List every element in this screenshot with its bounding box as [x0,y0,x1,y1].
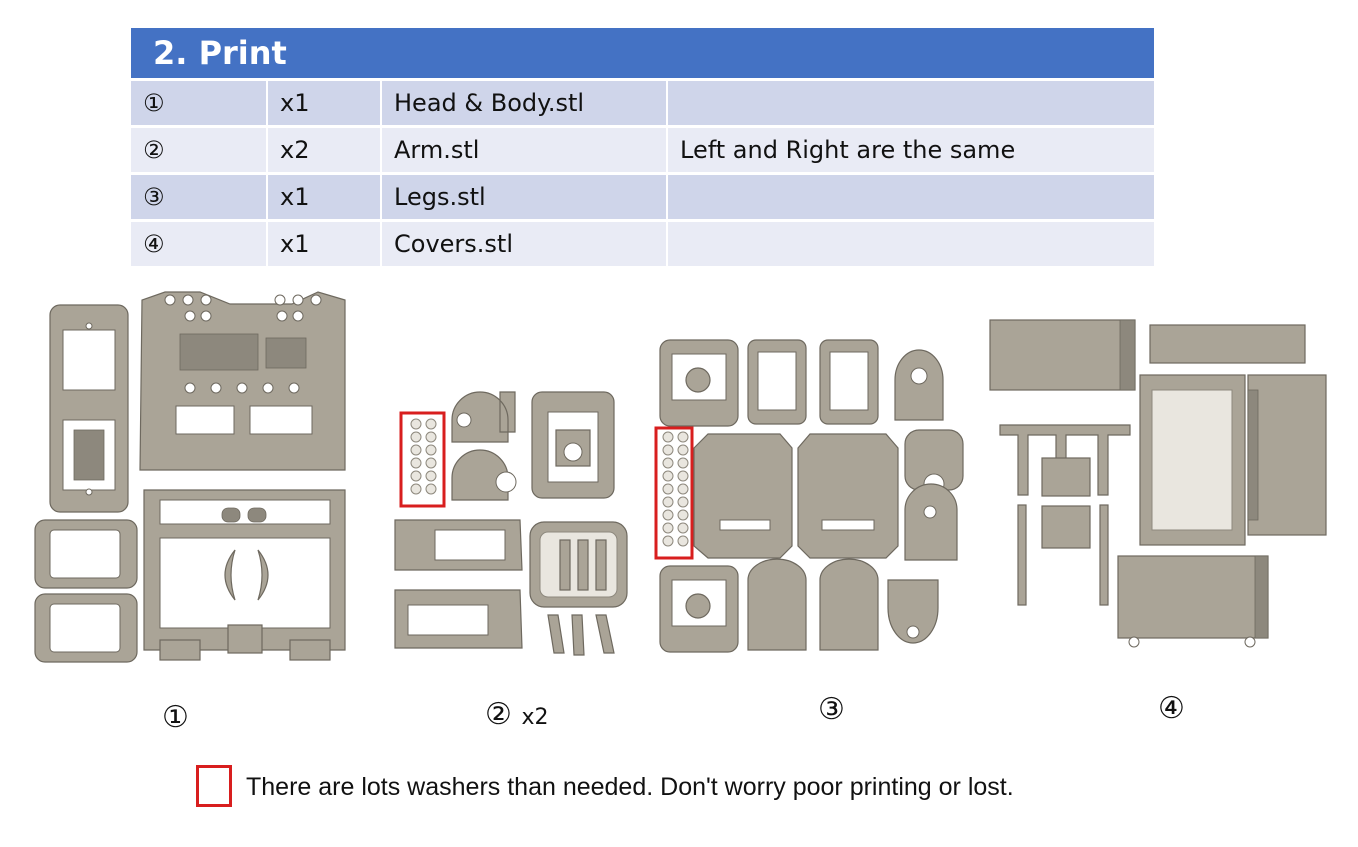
washer-highlight-box [654,426,694,560]
group-index: ① [162,700,189,735]
section-title: 2. Print [131,28,1154,78]
parts-table: 2. Print ① x1 Head & Body.stl ② x2 Arm.s… [131,28,1154,266]
head-body-parts [34,291,346,663]
cover-parts [989,319,1327,648]
row-note [668,81,1154,125]
washer-grid [662,431,689,547]
group-index: ③ [818,692,845,727]
group-label-3: ③ [818,695,845,725]
group-label-1: ① [162,703,189,733]
group-label-4: ④ [1158,694,1185,724]
table-row: ③ x1 Legs.stl [131,175,1154,219]
washer-highlight-box [399,411,446,508]
file-name: Head & Body.stl [394,89,585,117]
row-note [668,175,1154,219]
row-index: ② [131,128,266,172]
table-row: ② x2 Arm.stl Left and Right are the same [131,128,1154,172]
group-quantity: x2 [521,705,549,730]
row-qty: x1 [268,175,380,219]
row-qty: x1 [268,81,380,125]
group-label-2: ② x2 [485,700,548,733]
row-qty: x2 [268,128,380,172]
row-file: Legs.stl [382,175,666,219]
legend-text: There are lots washers than needed. Don'… [246,773,1014,801]
row-index: ① [131,81,266,125]
washer-grid [410,418,437,495]
row-index: ④ [131,222,266,266]
row-qty: x1 [268,222,380,266]
row-file: Arm.stl [382,128,666,172]
table-row: ④ x1 Covers.stl [131,222,1154,266]
leg-parts [654,339,964,653]
legend-swatch [196,765,232,807]
row-file: Covers.stl [382,222,666,266]
row-note: Left and Right are the same [668,128,1154,172]
arm-parts [394,391,628,656]
table-row: ① x1 Head & Body.stl [131,81,1154,125]
row-index: ③ [131,175,266,219]
row-file: Head & Body.stl [382,81,666,125]
group-index: ④ [1158,691,1185,726]
group-index: ② [485,697,512,732]
row-note [668,222,1154,266]
